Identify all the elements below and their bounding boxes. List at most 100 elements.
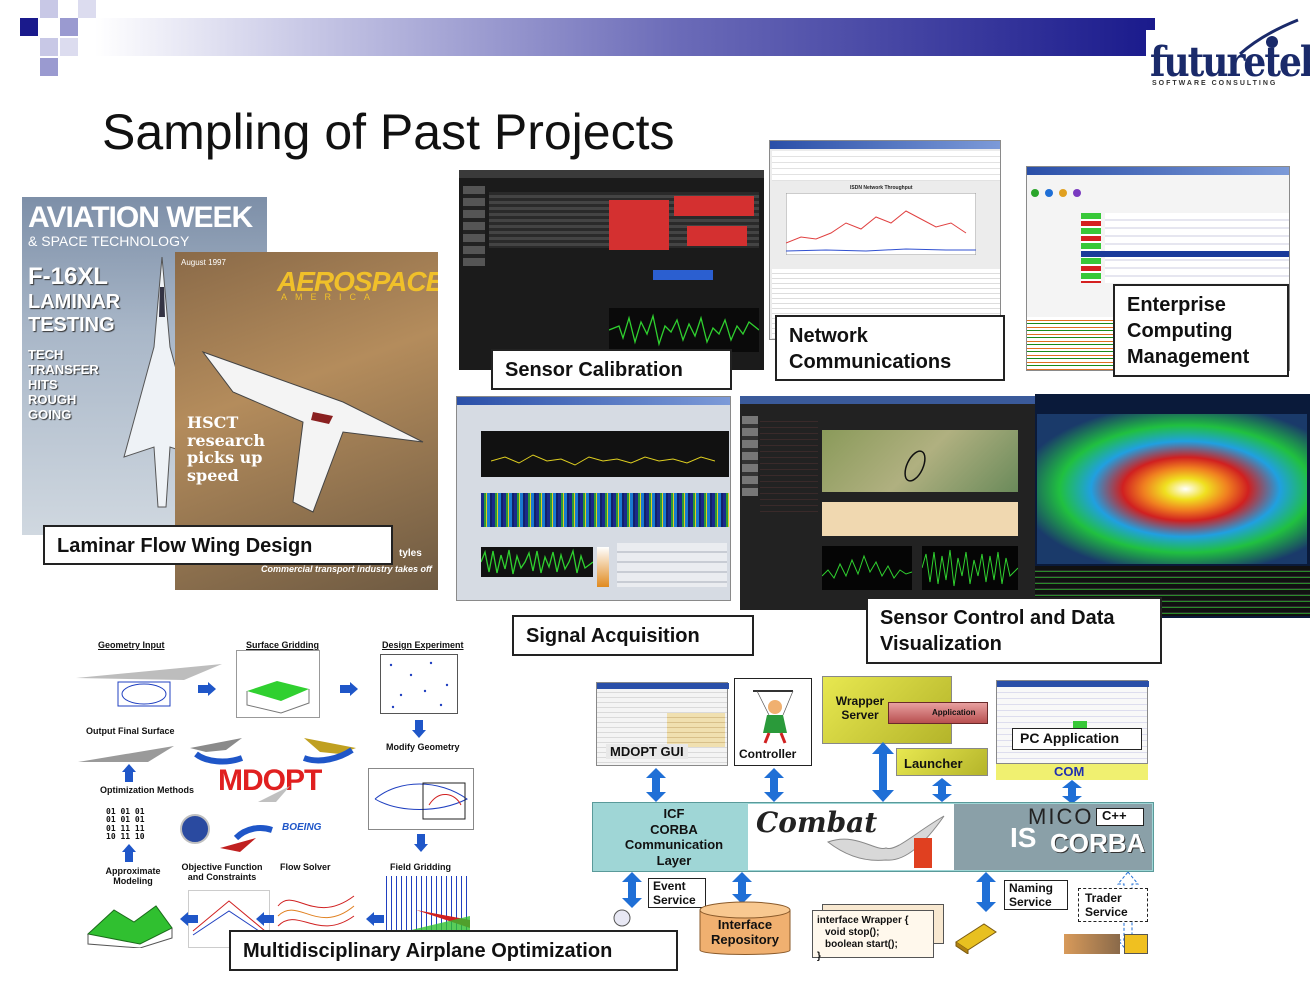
- design-experiment-thumb: [380, 654, 458, 714]
- cover-line: ROUGH: [28, 392, 77, 407]
- calibration-waveform: [609, 308, 759, 352]
- track-ellipse: [904, 450, 926, 482]
- sensor-control-screenshot: [740, 396, 1035, 610]
- event-service-box: Event Service: [648, 878, 706, 908]
- wing-shape-icon: [76, 664, 222, 707]
- double-arrow-icon: [1062, 780, 1082, 804]
- page-title: Sampling of Past Projects: [102, 104, 675, 160]
- trader-photo: [1064, 934, 1120, 954]
- arrow-up-icon: [122, 844, 136, 862]
- mdo-diagram: Geometry Input Surface Gridding Design E…: [70, 636, 475, 966]
- headline-line: HSCT: [187, 413, 239, 432]
- cover-line: HITS: [28, 377, 58, 392]
- headline-line: picks up: [187, 448, 263, 468]
- label-laminar-flow: Laminar Flow Wing Design: [43, 525, 393, 565]
- logo-tagline: SOFTWARE CONSULTING: [1152, 80, 1278, 87]
- arrow-right-icon: [198, 682, 216, 696]
- sensor-calibration-screenshot: [459, 170, 764, 370]
- timeline-strip: [822, 502, 1018, 536]
- cover-line: GOING: [28, 407, 72, 422]
- step-objective-function: Objective Function and Constraints: [181, 862, 263, 882]
- double-arrow-icon: [976, 872, 996, 912]
- label-sensor-calibration: Sensor Calibration: [491, 349, 732, 390]
- double-arrow-icon: [732, 872, 752, 904]
- airplane-image: [201, 350, 424, 513]
- arrow-left-icon: [366, 912, 384, 926]
- pc-app-label-box: [1012, 728, 1142, 750]
- masthead: AVIATION WEEK: [28, 201, 253, 234]
- arrow-down-icon: [414, 834, 428, 852]
- pc-app-label: PC Application: [1020, 730, 1120, 746]
- chart-title: ISDN Network Throughput: [850, 185, 913, 191]
- response-surface-thumb: [84, 898, 176, 949]
- com-label: COM: [1054, 764, 1085, 779]
- arrow-up-icon: [122, 764, 136, 782]
- spectrogram: [481, 493, 729, 527]
- step-flow-solver: Flow Solver: [280, 862, 331, 872]
- spectrum-plot-2: [922, 546, 1018, 590]
- mdopt-gui-label: MDOPT GUI: [606, 744, 688, 759]
- trader-service-box: Trader Service: [1078, 888, 1148, 922]
- jet-icon: [302, 738, 356, 764]
- jet-icon: [258, 786, 290, 802]
- launcher-label: Launcher: [904, 756, 963, 771]
- mico-label: MICO: [1028, 804, 1094, 829]
- masthead-sub: AMERICA: [281, 292, 379, 302]
- cover-line: LAMINAR: [28, 291, 121, 313]
- controller-box: Controller: [734, 678, 812, 766]
- combat-label: Combat: [756, 806, 878, 839]
- afrl-badge-icon: [180, 814, 210, 844]
- step-approximate-modeling: Approximate Modeling: [105, 866, 161, 886]
- controller-label: Controller: [739, 747, 797, 761]
- swoosh-icon: [1239, 18, 1299, 56]
- final-surface-icon: [78, 746, 174, 762]
- masthead-sub: & SPACE TECHNOLOGY: [28, 233, 190, 249]
- trader-sign-icon: [1124, 934, 1148, 954]
- cover-fragment: tyles: [399, 548, 422, 559]
- modify-geometry-thumb: [368, 768, 474, 830]
- mico-corba-label: CORBA: [1050, 828, 1146, 858]
- mdopt-center-logo: MDOPT: [218, 764, 322, 797]
- step-field-gridding: Field Gridding: [390, 862, 451, 872]
- is-label: IS: [1010, 822, 1037, 853]
- arrow-right-icon: [340, 682, 358, 696]
- signal-acquisition-screenshot: [456, 396, 731, 601]
- application-label: Application: [932, 708, 976, 717]
- com-box: [996, 764, 1148, 780]
- bat-icon: [826, 815, 945, 861]
- cpp-box: [1096, 808, 1144, 826]
- signal-trace: [491, 454, 715, 466]
- jet-icon: [220, 825, 273, 852]
- step-geometry-input: Geometry Input: [98, 640, 165, 650]
- step-optimization-methods: Optimization Methods: [100, 785, 194, 795]
- double-arrow-icon: [646, 768, 666, 802]
- contour-map-screenshot: [1035, 394, 1310, 618]
- step-surface-gridding: Surface Gridding: [246, 640, 320, 650]
- boeing-logo: BOEING: [282, 822, 322, 833]
- header-band: [95, 18, 1155, 56]
- label-sensor-control: Sensor Control and Data Visualization: [866, 597, 1162, 664]
- architecture-diagram: MDOPT GUI Controller Wrapper Server Appl…: [590, 672, 1156, 962]
- double-arrow-icon: [622, 872, 642, 908]
- label-mdo: Multidisciplinary Airplane Optimization: [229, 930, 678, 971]
- cover-line: TECH: [28, 347, 64, 362]
- puppet-icon: [753, 690, 794, 744]
- cover-line: F-16XL: [28, 263, 109, 290]
- database-icon: [699, 901, 791, 955]
- logo-wordmark: futuretek: [1150, 38, 1310, 87]
- jet-icon: [190, 738, 244, 765]
- surface-grid-thumb: [236, 650, 320, 718]
- arrow-down-icon: [412, 720, 426, 738]
- arrow-left-icon: [180, 912, 198, 926]
- application-box: [888, 702, 988, 724]
- launcher-box: [896, 748, 988, 776]
- network-screenshot: ISDN Network Throughput: [769, 140, 1001, 340]
- label-network-communications: Network Communications: [775, 315, 1005, 381]
- header-decoration: [0, 0, 100, 80]
- step-output-final-surface: Output Final Surface: [86, 726, 175, 736]
- issue-date: August 1997: [181, 258, 226, 267]
- masthead: AEROSPACE: [277, 266, 438, 297]
- interface-repository-label: Interface Repository: [711, 917, 779, 947]
- wrapper-server-label: Wrapper Server: [835, 694, 885, 723]
